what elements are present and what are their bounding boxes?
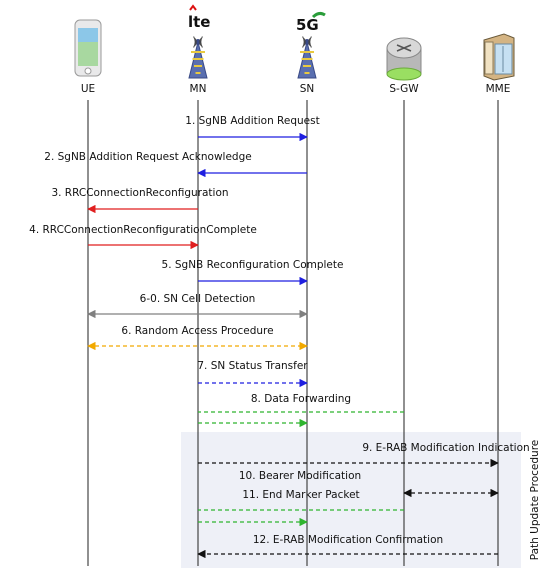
5g-tower-icon: 5G: [296, 11, 326, 79]
message-label-2: 2. SgNB Addition Request Acknowledge: [44, 151, 251, 163]
lte-logo: lte: [188, 13, 211, 31]
entity-label-mn: MN: [190, 83, 207, 95]
fiveg-logo: 5G: [296, 16, 319, 34]
message-label-3: 3. RRCConnectionReconfiguration: [51, 187, 228, 199]
path-update-section: [181, 432, 521, 568]
message-label-6: 6-0. SN Cell Detection: [140, 293, 256, 305]
entity-label-mme: MME: [486, 83, 511, 95]
message-label-8: 7. SN Status Transfer: [197, 360, 308, 372]
message-label-7: 6. Random Access Procedure: [121, 325, 273, 337]
server-icon: [483, 33, 515, 81]
entity-label-ue: UE: [81, 83, 95, 95]
router-icon: [386, 37, 422, 81]
message-label-11: 9. E-RAB Modification Indication: [362, 442, 529, 454]
message-label-5: 5. SgNB Reconfiguration Complete: [162, 259, 344, 271]
entity-label-sgw: S-GW: [389, 83, 419, 95]
smartphone-icon: [74, 19, 102, 77]
entity-label-sn: SN: [300, 83, 315, 95]
message-label-13: 11. End Marker Packet: [242, 489, 359, 501]
section-label: Path Update Procedure: [529, 440, 541, 561]
message-label-1: 1. SgNB Addition Request: [185, 115, 319, 127]
lte-tower-icon: lte: [188, 4, 211, 79]
message-label-12: 10. Bearer Modification: [239, 470, 361, 482]
message-label-15: 12. E-RAB Modification Confirmation: [253, 534, 443, 546]
message-label-9: 8. Data Forwarding: [251, 393, 351, 405]
message-label-4: 4. RRCConnectionReconfigurationComplete: [29, 224, 257, 236]
